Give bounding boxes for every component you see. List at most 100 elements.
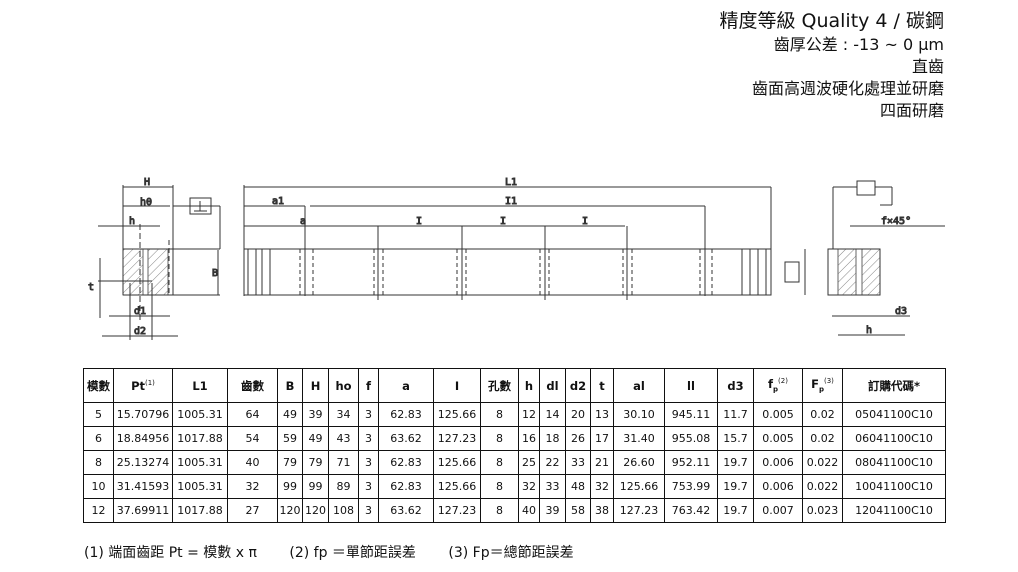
- label-l1: I1: [505, 196, 517, 207]
- table-cell: 58: [565, 498, 591, 523]
- col-f: f: [358, 368, 379, 403]
- table-cell: 17: [590, 426, 614, 451]
- table-cell: 25: [518, 450, 540, 475]
- col-l1: L1: [172, 368, 228, 403]
- table-cell: 8: [83, 450, 114, 475]
- table-cell: 125.66: [613, 474, 665, 499]
- col-order-code: 訂購代碼*: [842, 368, 946, 403]
- table-cell: 25.13274: [113, 450, 173, 475]
- table-cell: 59: [277, 426, 303, 451]
- table-cell: 127.23: [433, 498, 481, 523]
- table-cell: 49: [302, 426, 329, 451]
- col-d3: d3: [717, 368, 754, 403]
- table-cell: 120: [302, 498, 329, 523]
- table-cell: 34: [328, 402, 359, 427]
- col-d1: dl: [539, 368, 566, 403]
- col-d2: d2: [565, 368, 591, 403]
- col-b: B: [277, 368, 303, 403]
- label-chamfer: f×45°: [881, 216, 911, 227]
- table-cell: 40: [518, 498, 540, 523]
- table-cell: 6: [83, 426, 114, 451]
- table-cell: 952.11: [664, 450, 718, 475]
- rack-front-view: L1 a1 I1 a I I I: [243, 177, 772, 300]
- table-cell: 5: [83, 402, 114, 427]
- spec-block: 精度等級 Quality 4 / 碳鋼 齒厚公差 : -13 ~ 0 μm 直齒…: [719, 8, 944, 122]
- table-cell: 26.60: [613, 450, 665, 475]
- table-cell: 62.83: [378, 474, 434, 499]
- table-cell: 12: [83, 498, 114, 523]
- table-cell: 32: [518, 474, 540, 499]
- table-cell: 10041100C10: [842, 474, 946, 499]
- col-a: a: [378, 368, 434, 403]
- table-cell: 1005.31: [172, 402, 228, 427]
- table-cell: 16: [518, 426, 540, 451]
- table-cell: 49: [277, 402, 303, 427]
- table-cell: 54: [227, 426, 278, 451]
- table-cell: 62.83: [378, 402, 434, 427]
- table-cell: 125.66: [433, 402, 481, 427]
- table-cell: 8: [480, 402, 519, 427]
- table-cell: 0.005: [753, 426, 803, 451]
- table-cell: 0.022: [802, 474, 843, 499]
- table-cell: 127.23: [433, 426, 481, 451]
- col-Fp: Fp(3): [802, 368, 843, 403]
- col-l1-small: ll: [664, 368, 718, 403]
- table-cell: 99: [277, 474, 303, 499]
- col-fp: fp(2): [753, 368, 803, 403]
- col-t: t: [590, 368, 614, 403]
- label-L1: L1: [505, 177, 517, 188]
- table-cell: 8: [480, 426, 519, 451]
- col-holes: 孔數: [480, 368, 519, 403]
- table-cell: 1017.88: [172, 426, 228, 451]
- table-cell: 0.007: [753, 498, 803, 523]
- footnotes: (1) 端面齒距 Pt = 模數 x π (2) fp ＝單節距誤差 (3) F…: [84, 542, 602, 562]
- table-cell: 08041100C10: [842, 450, 946, 475]
- table-cell: 27: [227, 498, 278, 523]
- label-a: a: [300, 216, 306, 227]
- table-cell: 3: [358, 426, 379, 451]
- col-h: h: [518, 368, 540, 403]
- label-H: H: [144, 177, 150, 188]
- col-h-upper: H: [302, 368, 329, 403]
- table-cell: 12: [518, 402, 540, 427]
- footnote-3: (3) Fp＝總節距誤差: [448, 545, 574, 561]
- table-cell: 99: [302, 474, 329, 499]
- label-l-1: I: [416, 216, 422, 227]
- table-cell: 21: [590, 450, 614, 475]
- label-l-2: I: [500, 216, 506, 227]
- col-l: I: [433, 368, 481, 403]
- table-cell: 120: [277, 498, 303, 523]
- col-pt: Pt(1): [113, 368, 173, 403]
- table-cell: 8: [480, 474, 519, 499]
- heat-treatment: 齒面高週波硬化處理並研磨: [751, 79, 944, 98]
- table-cell: 79: [277, 450, 303, 475]
- label-h0: h0: [140, 197, 152, 208]
- table-cell: 8: [480, 450, 519, 475]
- footnote-1: (1) 端面齒距 Pt = 模數 x π: [84, 545, 257, 561]
- table-cell: 0.006: [753, 450, 803, 475]
- table-cell: 3: [358, 450, 379, 475]
- table-cell: 18: [539, 426, 566, 451]
- table-cell: 63.62: [378, 498, 434, 523]
- table-cell: 32: [227, 474, 278, 499]
- table-cell: 125.66: [433, 450, 481, 475]
- label-B: B: [212, 268, 218, 279]
- table-cell: 0.023: [802, 498, 843, 523]
- table-cell: 0.02: [802, 402, 843, 427]
- table-cell: 127.23: [613, 498, 665, 523]
- table-cell: 0.005: [753, 402, 803, 427]
- table-cell: 1005.31: [172, 450, 228, 475]
- table-cell: 8: [480, 498, 519, 523]
- table-cell: 26: [565, 426, 591, 451]
- tooth-thickness-tolerance: 齒厚公差 : -13 ~ 0 μm: [773, 35, 944, 54]
- table-cell: 33: [565, 450, 591, 475]
- table-cell: 71: [328, 450, 359, 475]
- table-cell: 15.7: [717, 426, 754, 451]
- table-cell: 39: [539, 498, 566, 523]
- table-cell: 79: [302, 450, 329, 475]
- table-cell: 3: [358, 474, 379, 499]
